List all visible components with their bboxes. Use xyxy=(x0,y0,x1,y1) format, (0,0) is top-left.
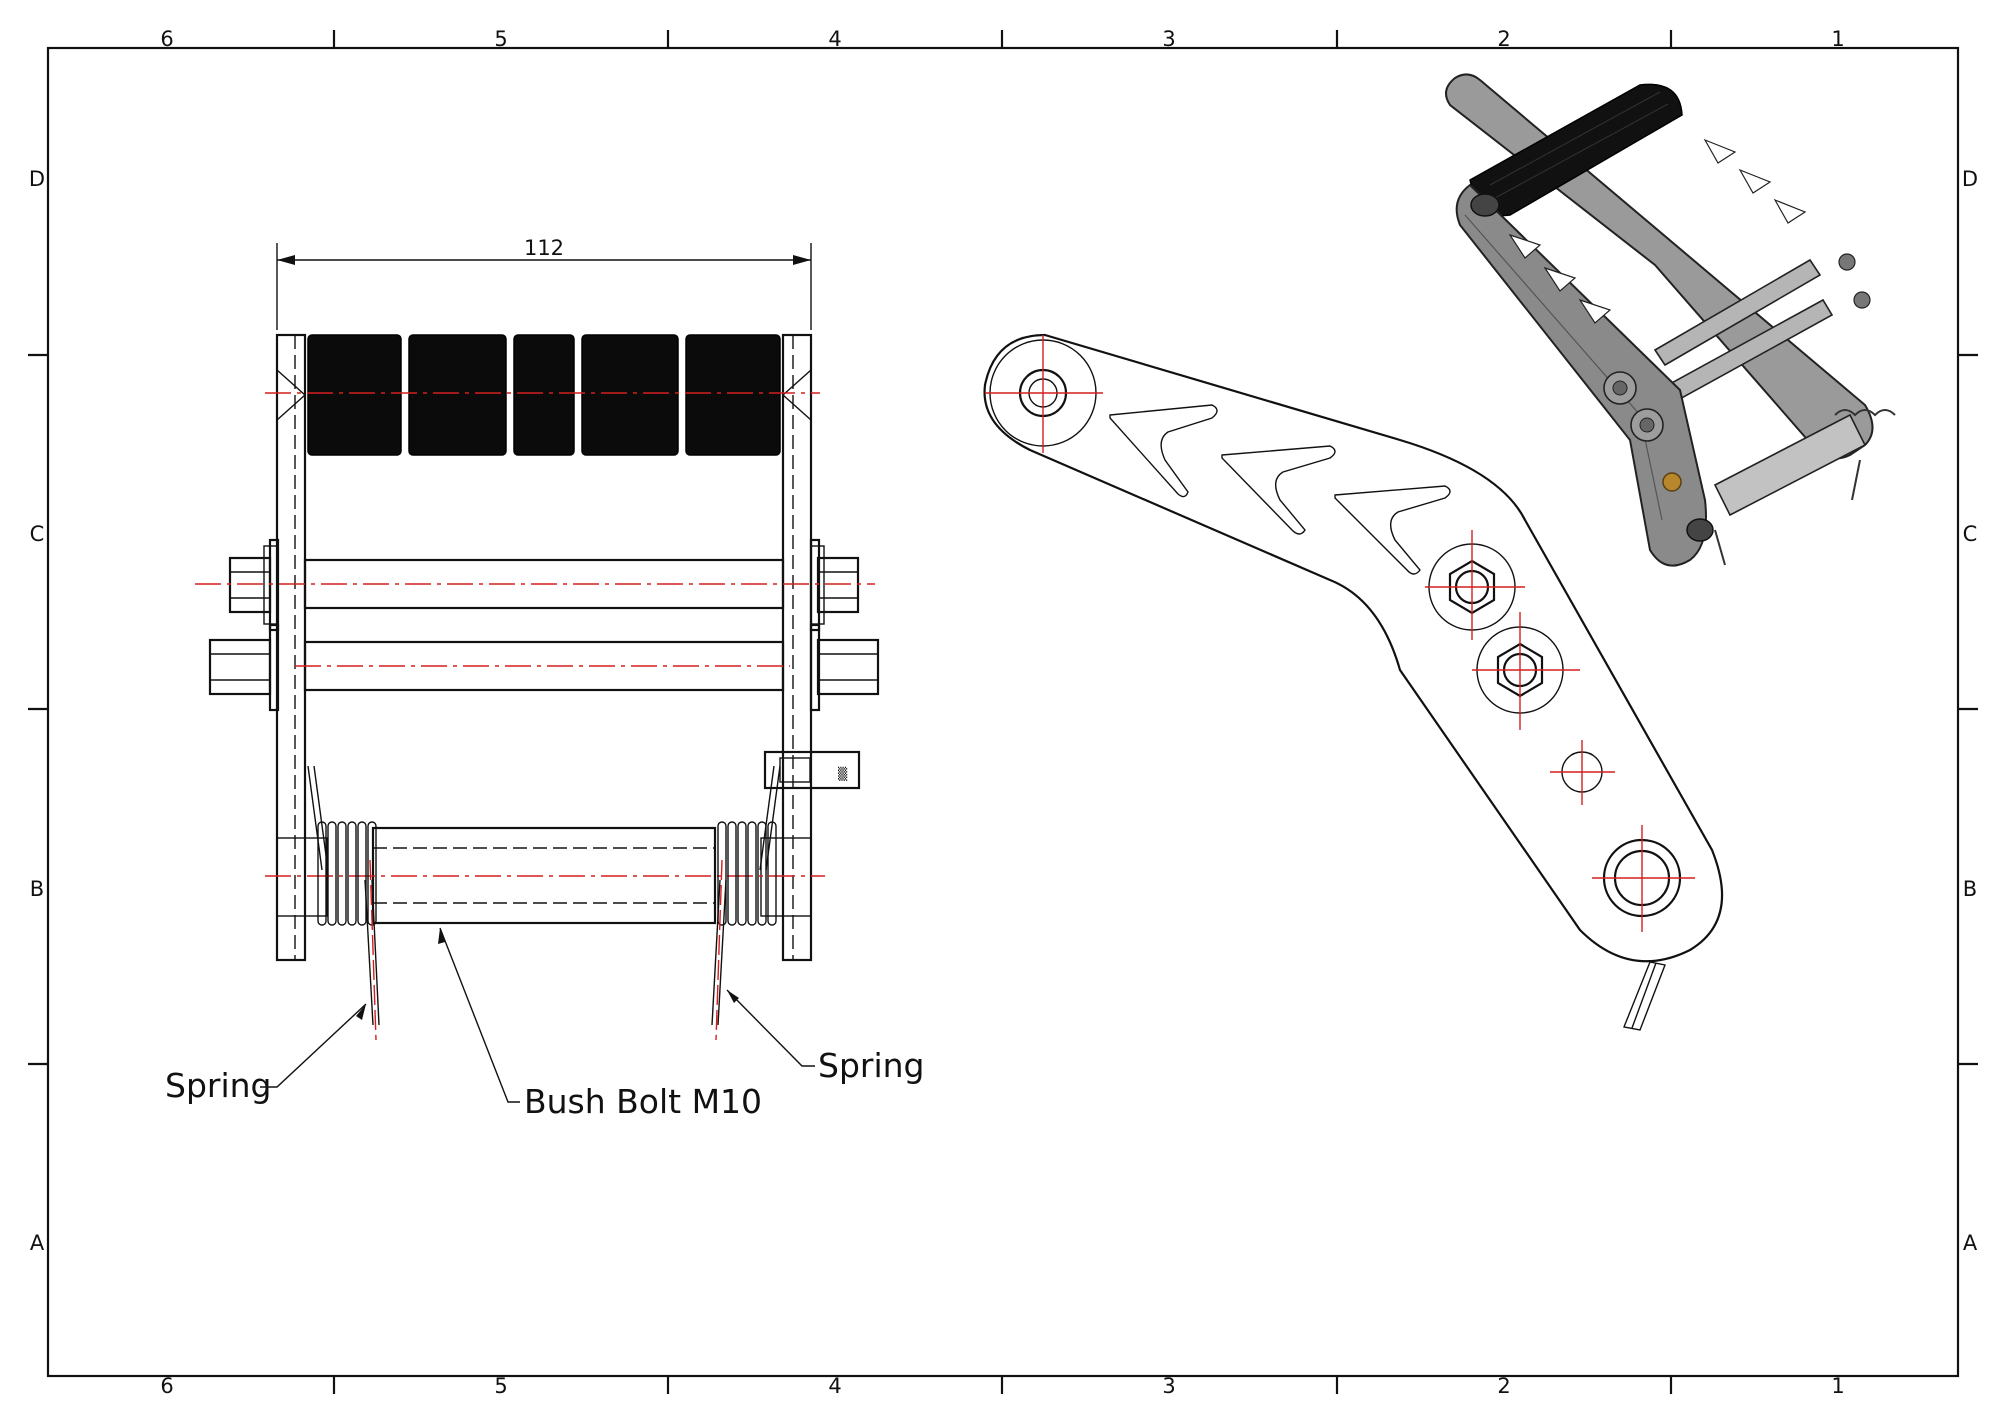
zone-left-c: C xyxy=(30,522,45,546)
zone-right-d: D xyxy=(1962,167,1978,191)
zone-bottom-5: 5 xyxy=(494,1374,507,1398)
render-spring xyxy=(1714,409,1896,566)
dimension-value: 112 xyxy=(524,236,564,260)
zone-right-a: A xyxy=(1963,1231,1978,1255)
sheet-border xyxy=(28,30,1978,1394)
spacer-bolt-lower xyxy=(208,623,880,712)
zone-bottom-6: 6 xyxy=(160,1374,173,1398)
dimension-112: 112 xyxy=(276,236,812,330)
zone-top-6: 6 xyxy=(160,27,173,51)
zone-right-b: B xyxy=(1963,877,1977,901)
zone-labels-left: D C B A xyxy=(29,167,45,1255)
zone-bottom-2: 2 xyxy=(1497,1374,1510,1398)
zone-left-d: D xyxy=(29,167,45,191)
isometric-render xyxy=(1445,73,1896,567)
zone-top-2: 2 xyxy=(1497,27,1510,51)
zone-bottom-1: 1 xyxy=(1831,1374,1844,1398)
spring-left xyxy=(307,765,380,1041)
render-brass-pin xyxy=(1662,472,1682,492)
zone-right-c: C xyxy=(1963,522,1978,546)
bush-bolt xyxy=(265,826,825,925)
spring-right xyxy=(711,765,781,1041)
zone-bottom-4: 4 xyxy=(828,1374,841,1398)
zone-bottom-3: 3 xyxy=(1162,1374,1175,1398)
zone-top-4: 4 xyxy=(828,27,841,51)
zone-left-b: B xyxy=(30,877,44,901)
knurled-roller xyxy=(265,334,820,456)
svg-text:▒: ▒ xyxy=(838,766,848,781)
callout-bush-bolt: Bush Bolt M10 xyxy=(524,1082,762,1121)
zone-left-a: A xyxy=(30,1231,45,1255)
side-plate-right xyxy=(781,333,813,962)
front-view: 112 xyxy=(165,236,925,1121)
zone-labels-top: 6 5 4 3 2 1 xyxy=(160,27,1844,51)
zone-top-5: 5 xyxy=(494,27,507,51)
callout-spring-right: Spring xyxy=(818,1046,925,1085)
render-chevrons xyxy=(1508,138,1807,324)
zone-top-1: 1 xyxy=(1831,27,1844,51)
zone-labels-bottom: 6 5 4 3 2 1 xyxy=(160,1374,1844,1398)
side-plate-left xyxy=(275,333,307,962)
render-nuts xyxy=(1603,253,1871,442)
leader-lines xyxy=(260,927,815,1103)
zone-labels-right: D C B A xyxy=(1962,167,1978,1255)
callout-spring-left: Spring xyxy=(165,1066,272,1105)
zone-top-3: 3 xyxy=(1162,27,1175,51)
render-rods xyxy=(1653,258,1867,517)
side-view-arm xyxy=(983,333,1724,1031)
spacer-bolt-upper xyxy=(195,538,875,632)
